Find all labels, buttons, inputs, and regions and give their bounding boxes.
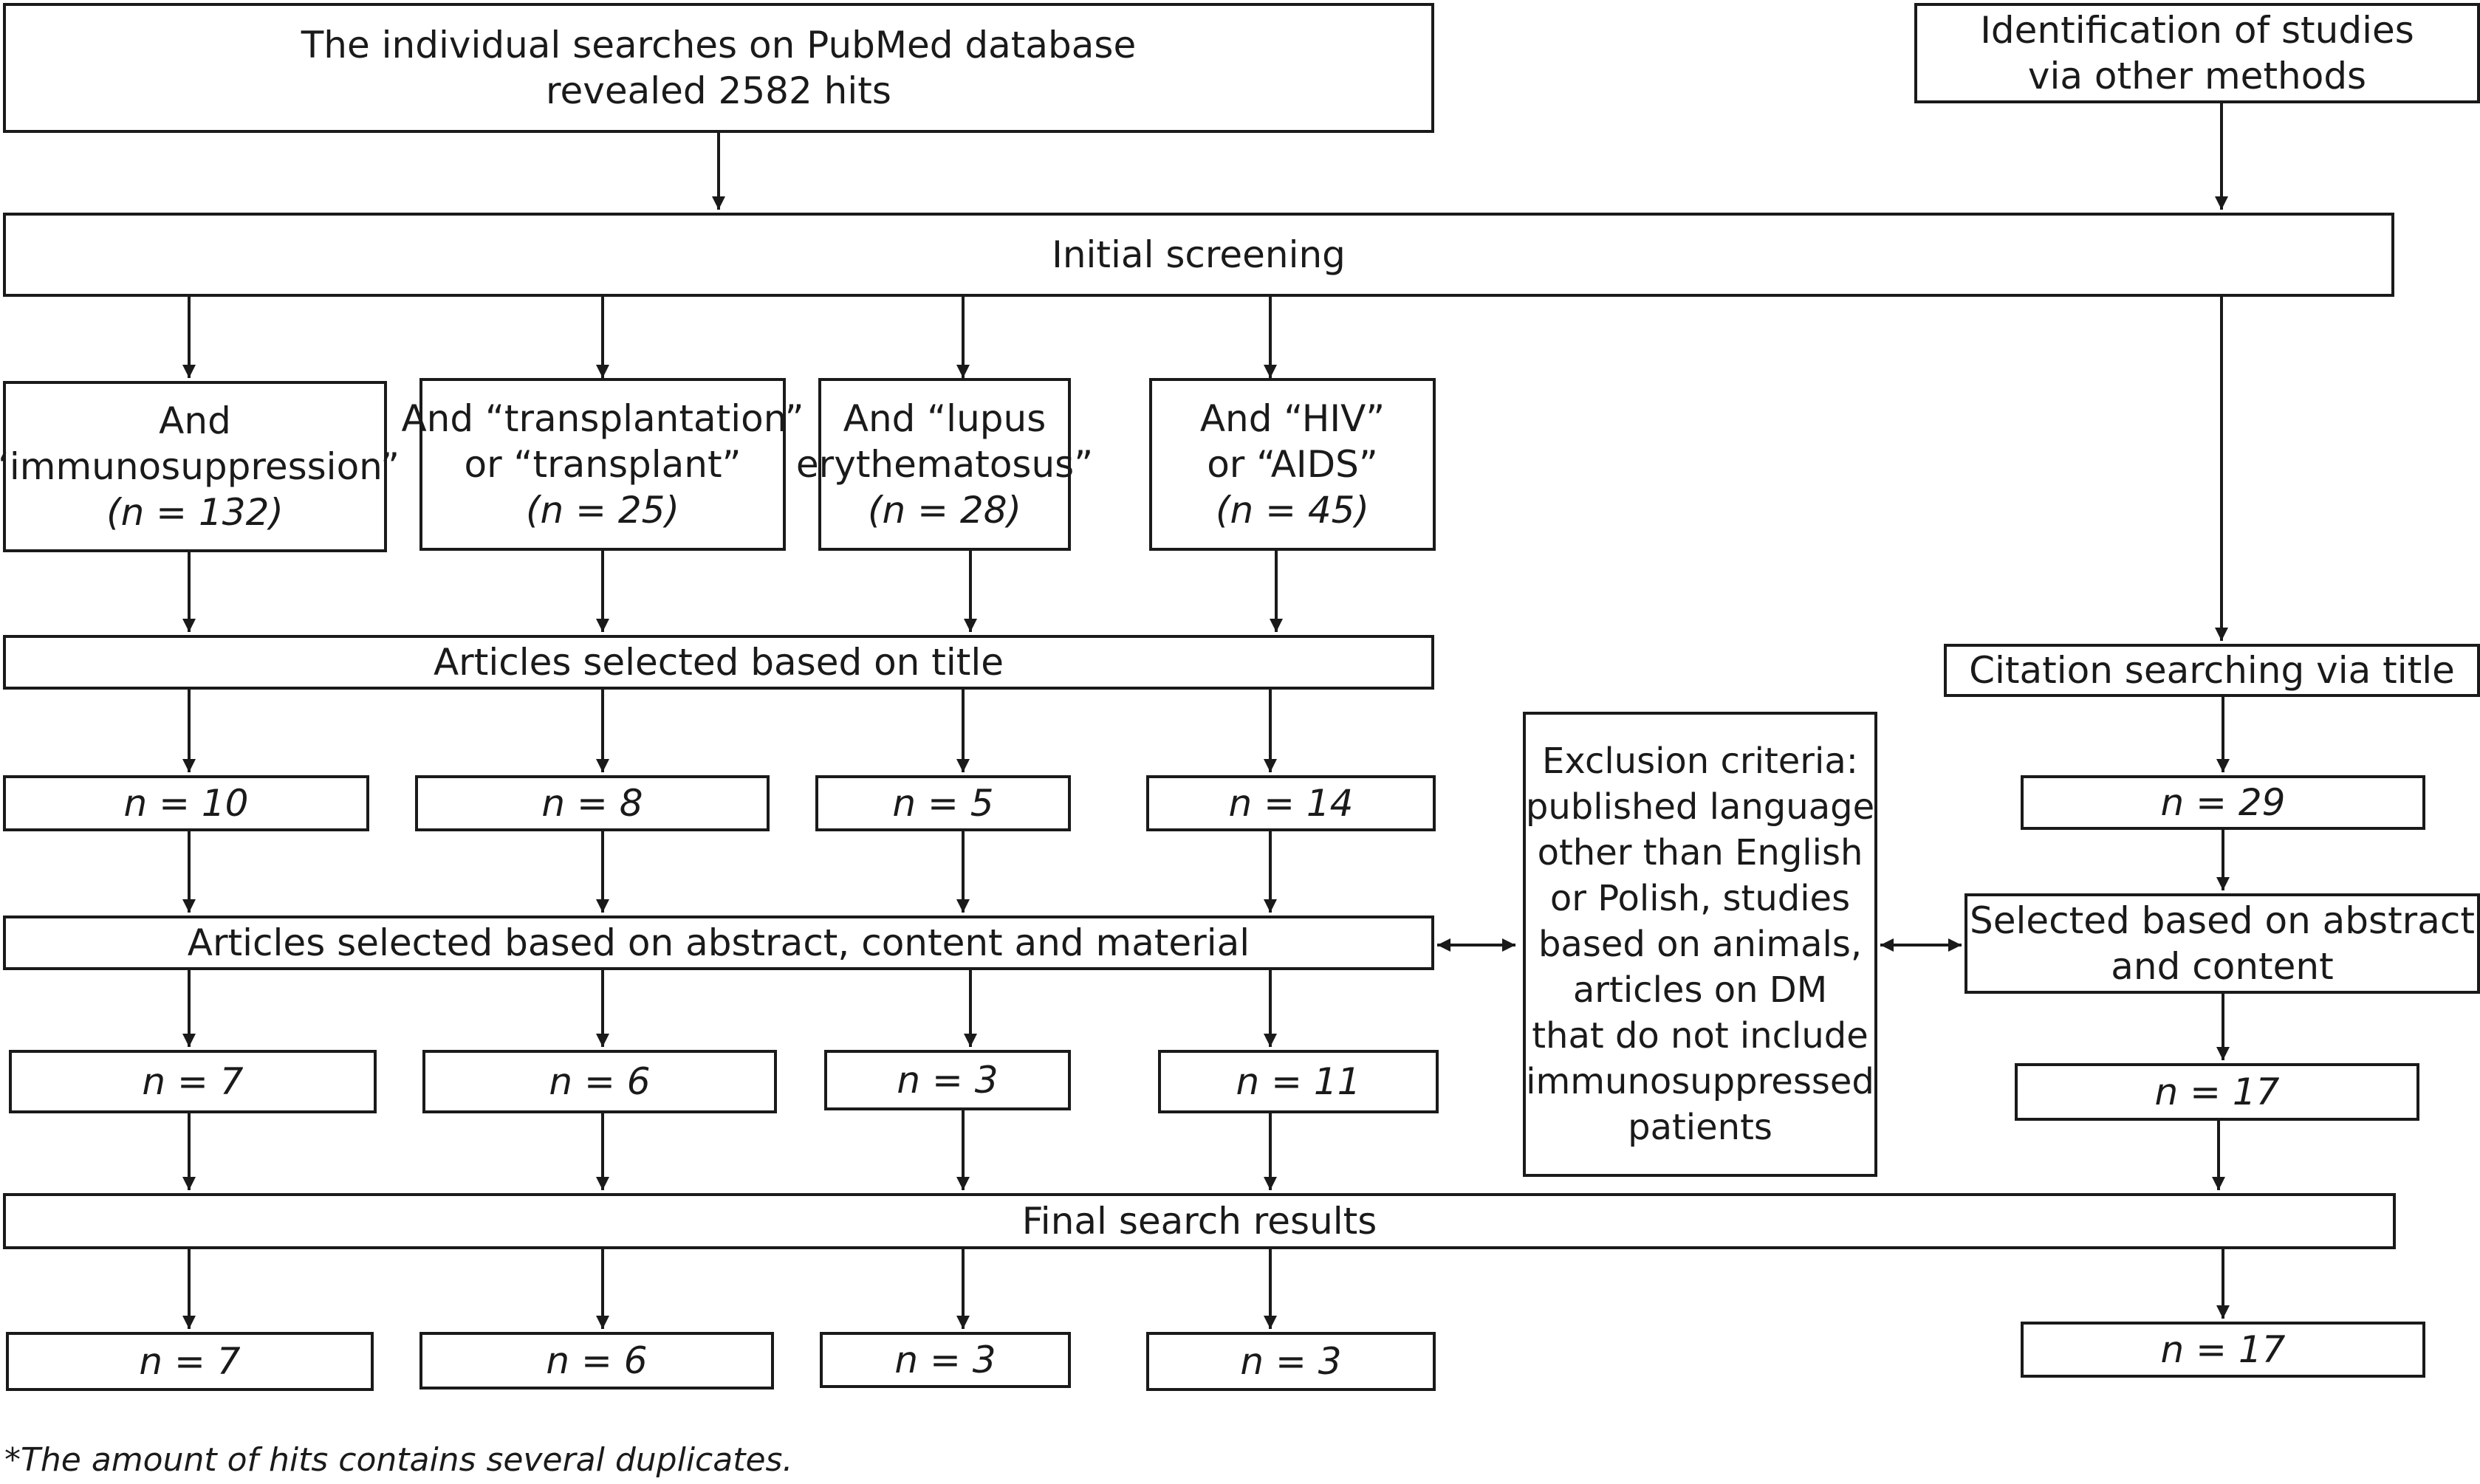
exclusion-line-5: based on animals, bbox=[1538, 924, 1863, 965]
pubmed-search-box: The individual searches on PubMed databa… bbox=[3, 3, 1434, 133]
exclusion-line-7: that do not include bbox=[1532, 1015, 1868, 1057]
category-3-line-2: erythematosus” bbox=[795, 443, 1094, 486]
citation-searching-box: Citation searching via title bbox=[1944, 644, 2480, 697]
citation-after-title-count: n = 29 bbox=[2021, 775, 2425, 830]
exclusion-line-9: patients bbox=[1628, 1107, 1772, 1148]
final-count-1: n = 7 bbox=[6, 1332, 374, 1391]
after-abstract-count-2: n = 6 bbox=[422, 1050, 777, 1113]
pubmed-line-1: The individual searches on PubMed databa… bbox=[301, 24, 1137, 66]
after-abstract-count-4-text: n = 11 bbox=[1236, 1060, 1361, 1103]
citation-final-count: n = 17 bbox=[2021, 1322, 2425, 1378]
final-count-2-text: n = 6 bbox=[546, 1339, 648, 1382]
category-transplantation-box: And “transplantation” or “transplant” (n… bbox=[401, 378, 804, 551]
citation-abstract-box: Selected based on abstract and content bbox=[1965, 893, 2480, 994]
after-title-count-3-text: n = 5 bbox=[892, 782, 994, 825]
exclusion-line-3: other than English bbox=[1537, 832, 1863, 873]
exclusion-line-8: immunosuppressed bbox=[1526, 1061, 1874, 1102]
footnote: *The amount of hits contains several dup… bbox=[4, 1441, 793, 1479]
category-4-count: (n = 45) bbox=[1215, 489, 1369, 532]
category-3-count: (n = 28) bbox=[868, 489, 1022, 532]
category-1-line-1: And bbox=[159, 399, 231, 442]
other-methods-box: Identification of studies via other meth… bbox=[1914, 3, 2480, 103]
after-title-count-1: n = 10 bbox=[3, 775, 369, 831]
after-title-count-2-text: n = 8 bbox=[541, 782, 643, 825]
initial-screening-box: Initial screening bbox=[3, 213, 2394, 297]
category-2-count: (n = 25) bbox=[525, 489, 679, 532]
category-hiv-box: And “HIV” or “AIDS” (n = 45) bbox=[1149, 378, 1436, 551]
after-abstract-count-1-text: n = 7 bbox=[142, 1060, 244, 1103]
after-abstract-count-4: n = 11 bbox=[1158, 1050, 1439, 1113]
after-abstract-count-3: n = 3 bbox=[824, 1050, 1071, 1110]
exclusion-criteria-box: Exclusion criteria: published language o… bbox=[1523, 712, 1877, 1177]
final-count-3-text: n = 3 bbox=[894, 1339, 996, 1381]
after-abstract-count-2-text: n = 6 bbox=[549, 1060, 651, 1103]
articles-by-title-box: Articles selected based on title bbox=[3, 635, 1434, 690]
category-4-line-1: And “HIV” bbox=[1199, 397, 1385, 440]
after-title-count-2: n = 8 bbox=[415, 775, 770, 831]
exclusion-line-6: articles on DM bbox=[1572, 969, 1828, 1011]
citation-searching-label: Citation searching via title bbox=[1969, 649, 2455, 692]
after-title-count-4-text: n = 14 bbox=[1228, 782, 1354, 825]
exclusion-line-1: Exclusion criteria: bbox=[1542, 741, 1858, 782]
citation-after-abstract-count: n = 17 bbox=[2015, 1063, 2419, 1121]
after-title-count-4: n = 14 bbox=[1146, 775, 1436, 831]
other-methods-line-2: via other methods bbox=[2027, 55, 2367, 97]
citation-final-count-text: n = 17 bbox=[2160, 1328, 2286, 1371]
final-count-1-text: n = 7 bbox=[139, 1340, 241, 1383]
category-1-line-2: “immunosuppression” bbox=[0, 445, 400, 488]
category-4-line-2: or “AIDS” bbox=[1207, 443, 1378, 486]
pubmed-line-2: revealed 2582 hits bbox=[546, 69, 891, 112]
category-2-line-1: And “transplantation” bbox=[401, 397, 804, 440]
final-search-results-box: Final search results bbox=[3, 1193, 2396, 1249]
citation-abstract-line-2: and content bbox=[2111, 945, 2334, 988]
category-immunosuppression-box: And “immunosuppression” (n = 132) bbox=[0, 381, 400, 552]
articles-by-title-label: Articles selected based on title bbox=[433, 641, 1004, 684]
final-count-2: n = 6 bbox=[419, 1332, 774, 1389]
exclusion-line-2: published language bbox=[1525, 786, 1875, 828]
category-3-line-1: And “lupus bbox=[843, 397, 1047, 440]
after-title-count-3: n = 5 bbox=[815, 775, 1071, 831]
citation-after-abstract-count-text: n = 17 bbox=[2154, 1071, 2280, 1113]
after-abstract-count-1: n = 7 bbox=[9, 1050, 377, 1113]
exclusion-line-4: or Polish, studies bbox=[1549, 878, 1851, 919]
citation-abstract-line-1: Selected based on abstract bbox=[1970, 899, 2475, 942]
category-2-line-2: or “transplant” bbox=[464, 443, 741, 486]
articles-by-abstract-label: Articles selected based on abstract, con… bbox=[187, 921, 1250, 964]
final-count-4-text: n = 3 bbox=[1240, 1340, 1342, 1383]
category-1-count: (n = 132) bbox=[106, 491, 284, 534]
initial-screening-label: Initial screening bbox=[1052, 233, 1346, 276]
final-count-4: n = 3 bbox=[1146, 1332, 1436, 1391]
category-lupus-box: And “lupus erythematosus” (n = 28) bbox=[796, 378, 1093, 551]
articles-by-abstract-box: Articles selected based on abstract, con… bbox=[3, 916, 1434, 970]
after-abstract-count-3-text: n = 3 bbox=[897, 1059, 998, 1102]
other-methods-line-1: Identification of studies bbox=[1980, 9, 2414, 52]
citation-after-title-count-text: n = 29 bbox=[2160, 781, 2286, 824]
after-title-count-1-text: n = 10 bbox=[123, 782, 249, 825]
final-search-results-label: Final search results bbox=[1021, 1200, 1377, 1243]
final-count-3: n = 3 bbox=[820, 1332, 1071, 1388]
